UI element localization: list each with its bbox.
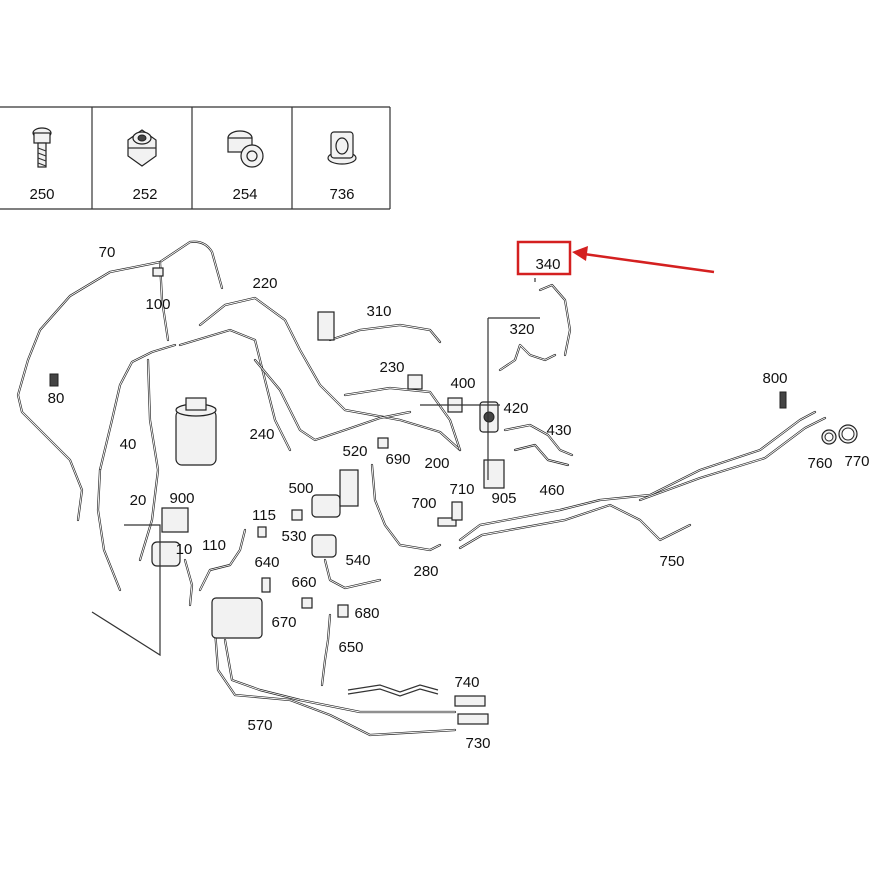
part-label-400: 400 xyxy=(450,375,475,392)
part-label-310: 310 xyxy=(366,303,391,320)
components xyxy=(49,267,858,725)
leader-lines xyxy=(91,278,540,657)
nut-100 xyxy=(152,267,164,277)
part-label-420: 420 xyxy=(503,400,528,417)
legend-label-250: 250 xyxy=(29,186,54,203)
part-label-760: 760 xyxy=(807,455,832,472)
part-label-500: 500 xyxy=(288,480,313,497)
part-label-690: 690 xyxy=(385,451,410,468)
hose-network xyxy=(16,240,827,737)
part-label-70: 70 xyxy=(99,244,116,261)
part-label-10: 10 xyxy=(176,541,193,558)
bracket-900 xyxy=(161,507,189,533)
part-label-740: 740 xyxy=(454,674,479,691)
highlight-arrow-line xyxy=(583,252,715,274)
flange-nut-icon xyxy=(327,131,357,165)
hose-340 xyxy=(538,283,572,357)
clip-nut-icon xyxy=(127,129,157,167)
part-label-100: 100 xyxy=(145,296,170,313)
push-rivet-icon xyxy=(227,130,264,168)
part-label-280: 280 xyxy=(413,563,438,580)
bolt-690 xyxy=(377,437,389,449)
part-label-20: 20 xyxy=(130,492,147,509)
part-label-670: 670 xyxy=(271,614,296,631)
valve-500 xyxy=(311,494,341,518)
connector-740 xyxy=(454,695,486,707)
part-label-900: 900 xyxy=(169,490,194,507)
hose-310 xyxy=(320,318,442,344)
manifold-670 xyxy=(211,597,263,639)
part-label-320: 320 xyxy=(509,321,534,338)
part-label-520: 520 xyxy=(342,443,367,460)
legend-label-736: 736 xyxy=(329,186,354,203)
part-label-240: 240 xyxy=(249,426,274,443)
cooler-310 xyxy=(317,311,335,341)
part-label-200: 200 xyxy=(424,455,449,472)
legend-label-254: 254 xyxy=(232,186,257,203)
part-label-340: 340 xyxy=(535,256,560,273)
part-label-700: 700 xyxy=(411,495,436,512)
part-label-750: 750 xyxy=(659,553,684,570)
screw-icon xyxy=(32,127,52,168)
pump-10 xyxy=(151,541,181,567)
connector-710 xyxy=(451,501,463,521)
legend-table: 250 252 254 736 xyxy=(0,106,391,210)
part-label-230: 230 xyxy=(379,359,404,376)
highlight-box xyxy=(516,240,572,276)
part-label-430: 430 xyxy=(546,422,571,439)
hose-200 xyxy=(343,386,462,452)
clamp-530 xyxy=(291,509,303,521)
part-label-115: 115 xyxy=(252,507,276,524)
bolt-800 xyxy=(779,391,787,409)
clip-680 xyxy=(337,604,349,618)
legend-label-252: 252 xyxy=(132,186,157,203)
part-label-220: 220 xyxy=(252,275,277,292)
part-label-800: 800 xyxy=(762,370,787,387)
part-label-905: 905 xyxy=(491,490,516,507)
highlight-arrow-head xyxy=(572,246,588,261)
part-label-530: 530 xyxy=(281,528,306,545)
part-label-540: 540 xyxy=(345,552,370,569)
part-label-110: 110 xyxy=(202,537,226,554)
connector-730 xyxy=(457,713,489,725)
hose-320 xyxy=(498,343,557,372)
part-label-640: 640 xyxy=(254,554,279,571)
highlight-callout xyxy=(516,240,715,276)
connector-230 xyxy=(407,374,423,390)
connector-700 xyxy=(437,517,457,527)
clip-80 xyxy=(49,373,59,387)
bracket-905 xyxy=(483,459,505,489)
hose-70 xyxy=(16,240,224,522)
part-label-650: 650 xyxy=(338,639,363,656)
clip-660 xyxy=(301,597,313,609)
pump-540 xyxy=(311,534,337,558)
part-label-770: 770 xyxy=(844,453,869,470)
part-label-730: 730 xyxy=(465,735,490,752)
bolt-640 xyxy=(261,577,271,593)
part-label-660: 660 xyxy=(291,574,316,591)
bracket-520 xyxy=(339,469,359,507)
part-label-570: 570 xyxy=(247,717,272,734)
clamp-115 xyxy=(257,526,267,538)
part-label-40: 40 xyxy=(120,436,137,453)
part-label-680: 680 xyxy=(354,605,379,622)
pipe-750 xyxy=(458,410,817,542)
part-label-80: 80 xyxy=(48,390,65,407)
hose-40 xyxy=(98,343,177,472)
part-labels: 70 100 220 310 340 320 80 230 400 420 80… xyxy=(48,244,870,752)
part-label-710: 710 xyxy=(449,481,474,498)
reservoir-tank xyxy=(175,409,217,466)
part-label-460: 460 xyxy=(539,482,564,499)
